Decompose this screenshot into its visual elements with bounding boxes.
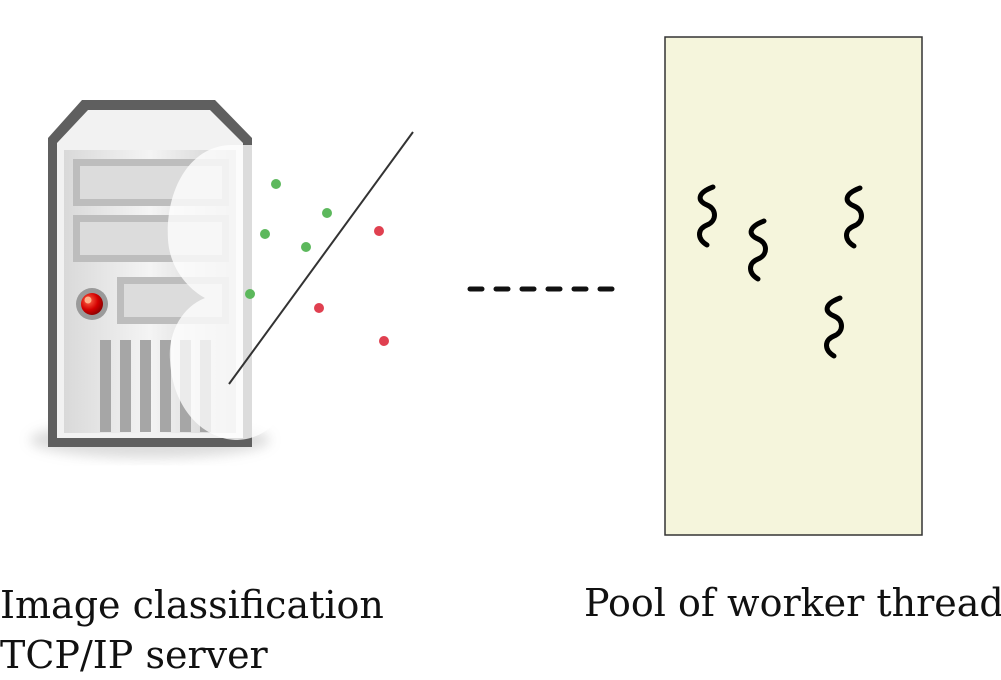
server-caption-line2: TCP/IP server: [0, 633, 268, 677]
positive-point: [322, 208, 332, 218]
negative-point: [379, 336, 389, 346]
negative-point: [374, 226, 384, 236]
thread-squiggle-icon: [824, 295, 844, 359]
thread-squiggle-icon: [748, 218, 768, 282]
pool-caption: Pool of worker threads: [584, 581, 1001, 625]
worker-pool-box: [664, 36, 923, 536]
thread-squiggle-icon: [844, 185, 864, 249]
classification-plot: [228, 131, 414, 385]
positive-points: [245, 179, 332, 299]
positive-point: [271, 179, 281, 189]
server-caption: Image classification TCP/IP server: [0, 580, 384, 680]
glass-overlay: [167, 145, 282, 440]
thread-group: [697, 184, 864, 359]
positive-point: [301, 242, 311, 252]
power-led-icon: [76, 288, 108, 320]
thread-squiggle-icon: [697, 184, 717, 248]
positive-point: [260, 229, 270, 239]
server-tower-icon: [30, 100, 282, 458]
server-caption-line1: Image classification: [0, 583, 384, 627]
negative-points: [314, 226, 389, 346]
negative-point: [314, 303, 324, 313]
positive-point: [245, 289, 255, 299]
decision-boundary: [228, 131, 414, 385]
